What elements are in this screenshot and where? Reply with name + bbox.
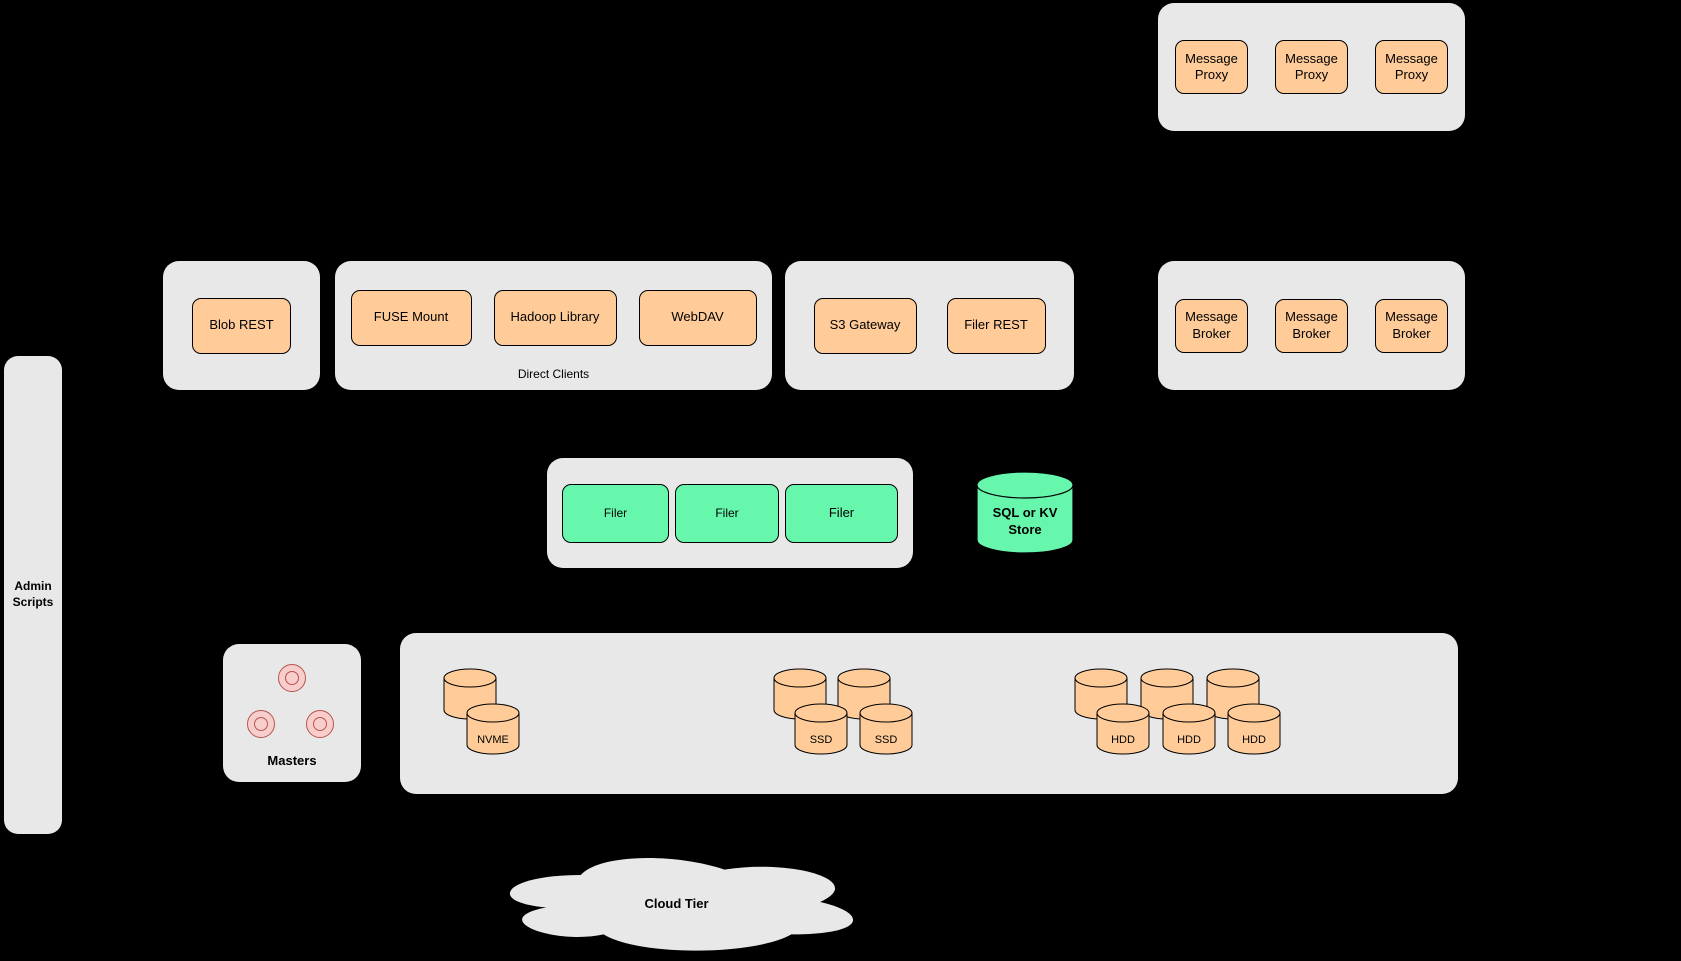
filer-node: Filer [785,483,898,543]
message-broker-node: Message Broker [1275,298,1348,353]
message-proxy-node: Message Proxy [1175,40,1248,94]
hadoop-library-label: Hadoop Library [510,309,600,325]
message-proxy-node: Message Proxy [1375,40,1448,94]
cloud-icon [509,858,854,951]
cylinder-icon [443,668,497,720]
hdd-cylinder-front: HDD [1096,703,1150,755]
ssd-cylinder-front: SSD [859,703,913,755]
filer-label: Filer [715,505,739,520]
hdd-cylinder-front: HDD [1227,703,1281,755]
message-broker-group: Message Broker Message Broker Message Br… [1158,261,1465,390]
master-node-inner-icon [313,717,327,731]
cylinder-icon [794,703,848,755]
filer-rest-label: Filer REST [964,317,1028,333]
cylinder-icon [466,703,520,755]
message-proxy-label: Message Proxy [1285,50,1338,82]
hdd-label: HDD [1177,734,1201,746]
filer-node: Filer [675,483,779,543]
message-proxy-node: Message Proxy [1275,40,1348,94]
masters-group: Masters [223,644,361,782]
filer-label: Filer [828,504,855,520]
hdd-label: HDD [1111,734,1135,746]
cylinder-icon [859,703,913,755]
gateway-group: S3 Gateway Filer REST [785,261,1074,390]
blob-rest-label: Blob REST [209,317,274,333]
message-broker-node: Message Broker [1175,298,1248,353]
master-node-inner-icon [285,671,299,685]
s3-gateway-node: S3 Gateway [813,297,917,354]
filer-node: Filer [562,483,669,543]
volume-servers-group: NVME SSD SSD [400,633,1458,794]
hdd-label: HDD [1242,734,1266,746]
filer-group: Filer Filer Filer [547,458,913,568]
nvme-label: NVME [477,734,509,746]
message-proxy-group: Message Proxy Message Proxy Message Prox… [1158,3,1465,131]
s3-gateway-label: S3 Gateway [829,317,901,333]
cloud-tier-label: Cloud Tier [644,895,709,911]
filer-label: Filer [603,505,628,520]
nvme-cylinder-back [443,668,497,720]
filer-rest-node: Filer REST [946,297,1046,354]
admin-scripts-label: Admin Scripts [12,579,54,609]
message-proxy-label: Message Proxy [1385,50,1438,82]
cylinder-icon [1227,703,1281,755]
hdd-cylinder-front: HDD [1162,703,1216,755]
cloud-tier: Cloud Tier [485,848,868,956]
blob-rest-node: Blob REST [192,297,291,354]
master-node-icon [247,710,275,738]
hadoop-library-node: Hadoop Library [493,289,617,346]
master-node-inner-icon [254,717,268,731]
ssd-label: SSD [809,734,833,746]
master-node-icon [306,710,334,738]
masters-label: Masters [267,753,317,768]
fuse-mount-label: FUSE Mount [373,309,449,325]
message-broker-label: Message Broker [1185,309,1238,341]
metadata-store-label: SQL or KV Store [992,505,1058,537]
message-proxy-label: Message Proxy [1185,50,1238,82]
ssd-cylinder-front: SSD [794,703,848,755]
master-node-icon [278,664,306,692]
message-broker-node: Message Broker [1375,298,1448,353]
cylinder-icon [1096,703,1150,755]
cylinder-icon [976,471,1074,554]
webdav-node: WebDAV [638,289,757,346]
webdav-label: WebDAV [671,309,724,325]
message-broker-label: Message Broker [1385,309,1438,341]
ssd-label: SSD [874,734,898,746]
direct-clients-group: FUSE Mount Hadoop Library WebDAV Direct … [335,261,772,390]
metadata-store-cylinder: SQL or KV Store [976,471,1074,555]
blob-rest-group: Blob REST [163,261,320,390]
admin-scripts-panel: Admin Scripts [4,356,62,834]
nvme-cylinder-front: NVME [466,703,520,755]
direct-clients-caption: Direct Clients [517,367,590,381]
cylinder-icon [1162,703,1216,755]
message-broker-label: Message Broker [1285,309,1338,341]
fuse-mount-node: FUSE Mount [350,289,472,346]
